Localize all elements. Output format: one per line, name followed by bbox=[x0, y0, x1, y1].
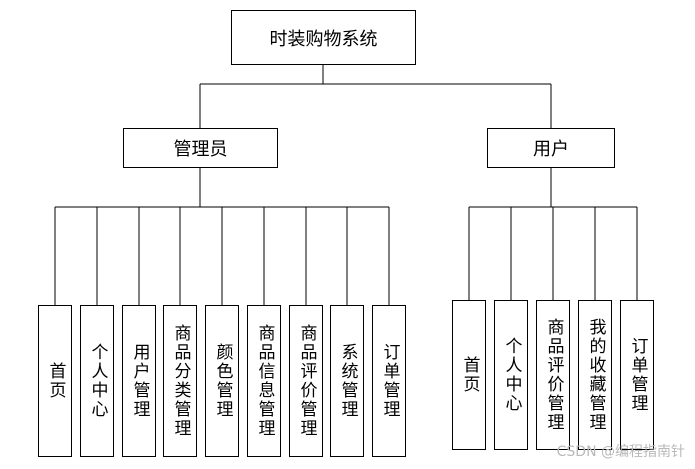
admin-leaf-categories: 商品分类管理 bbox=[163, 305, 197, 457]
admin-leaf-colors: 颜色管理 bbox=[205, 305, 239, 457]
admin-node: 管理员 bbox=[123, 128, 278, 168]
user-node: 用户 bbox=[487, 128, 615, 168]
watermark: CSDN @编程指南针 bbox=[556, 444, 685, 460]
user-label: 用户 bbox=[533, 139, 569, 160]
admin-leaf-orders: 订单管理 bbox=[372, 305, 406, 457]
admin-leaf-label: 商品信息管理 bbox=[254, 324, 275, 438]
admin-leaf-system: 系统管理 bbox=[330, 305, 364, 457]
user-leaf-label: 商品评价管理 bbox=[543, 318, 564, 432]
admin-label: 管理员 bbox=[173, 139, 228, 160]
user-leaf-reviews: 商品评价管理 bbox=[536, 300, 570, 450]
admin-leaf-reviews: 商品评价管理 bbox=[289, 305, 323, 457]
root-node: 时装购物系统 bbox=[231, 10, 416, 65]
admin-leaf-label: 商品评价管理 bbox=[296, 324, 317, 438]
admin-leaf-label: 个人中心 bbox=[87, 343, 108, 419]
admin-leaf-profile: 个人中心 bbox=[80, 305, 114, 457]
user-leaf-home: 首页 bbox=[452, 300, 486, 450]
user-leaf-label: 我的收藏管理 bbox=[585, 318, 606, 432]
root-label: 时装购物系统 bbox=[269, 28, 378, 50]
user-leaf-orders: 订单管理 bbox=[620, 300, 654, 450]
admin-leaf-label: 系统管理 bbox=[337, 343, 358, 419]
admin-leaf-label: 首页 bbox=[45, 362, 66, 400]
admin-leaf-home: 首页 bbox=[38, 305, 72, 457]
admin-leaf-products: 商品信息管理 bbox=[247, 305, 281, 457]
user-leaf-label: 首页 bbox=[459, 356, 480, 394]
admin-leaf-label: 用户管理 bbox=[129, 343, 150, 419]
admin-leaf-label: 订单管理 bbox=[379, 343, 400, 419]
admin-leaf-label: 颜色管理 bbox=[212, 343, 233, 419]
admin-leaf-users: 用户管理 bbox=[122, 305, 156, 457]
user-leaf-profile: 个人中心 bbox=[494, 300, 528, 450]
user-leaf-label: 订单管理 bbox=[627, 337, 648, 413]
user-leaf-favorites: 我的收藏管理 bbox=[578, 300, 612, 450]
admin-leaf-label: 商品分类管理 bbox=[170, 324, 191, 438]
user-leaf-label: 个人中心 bbox=[501, 337, 522, 413]
